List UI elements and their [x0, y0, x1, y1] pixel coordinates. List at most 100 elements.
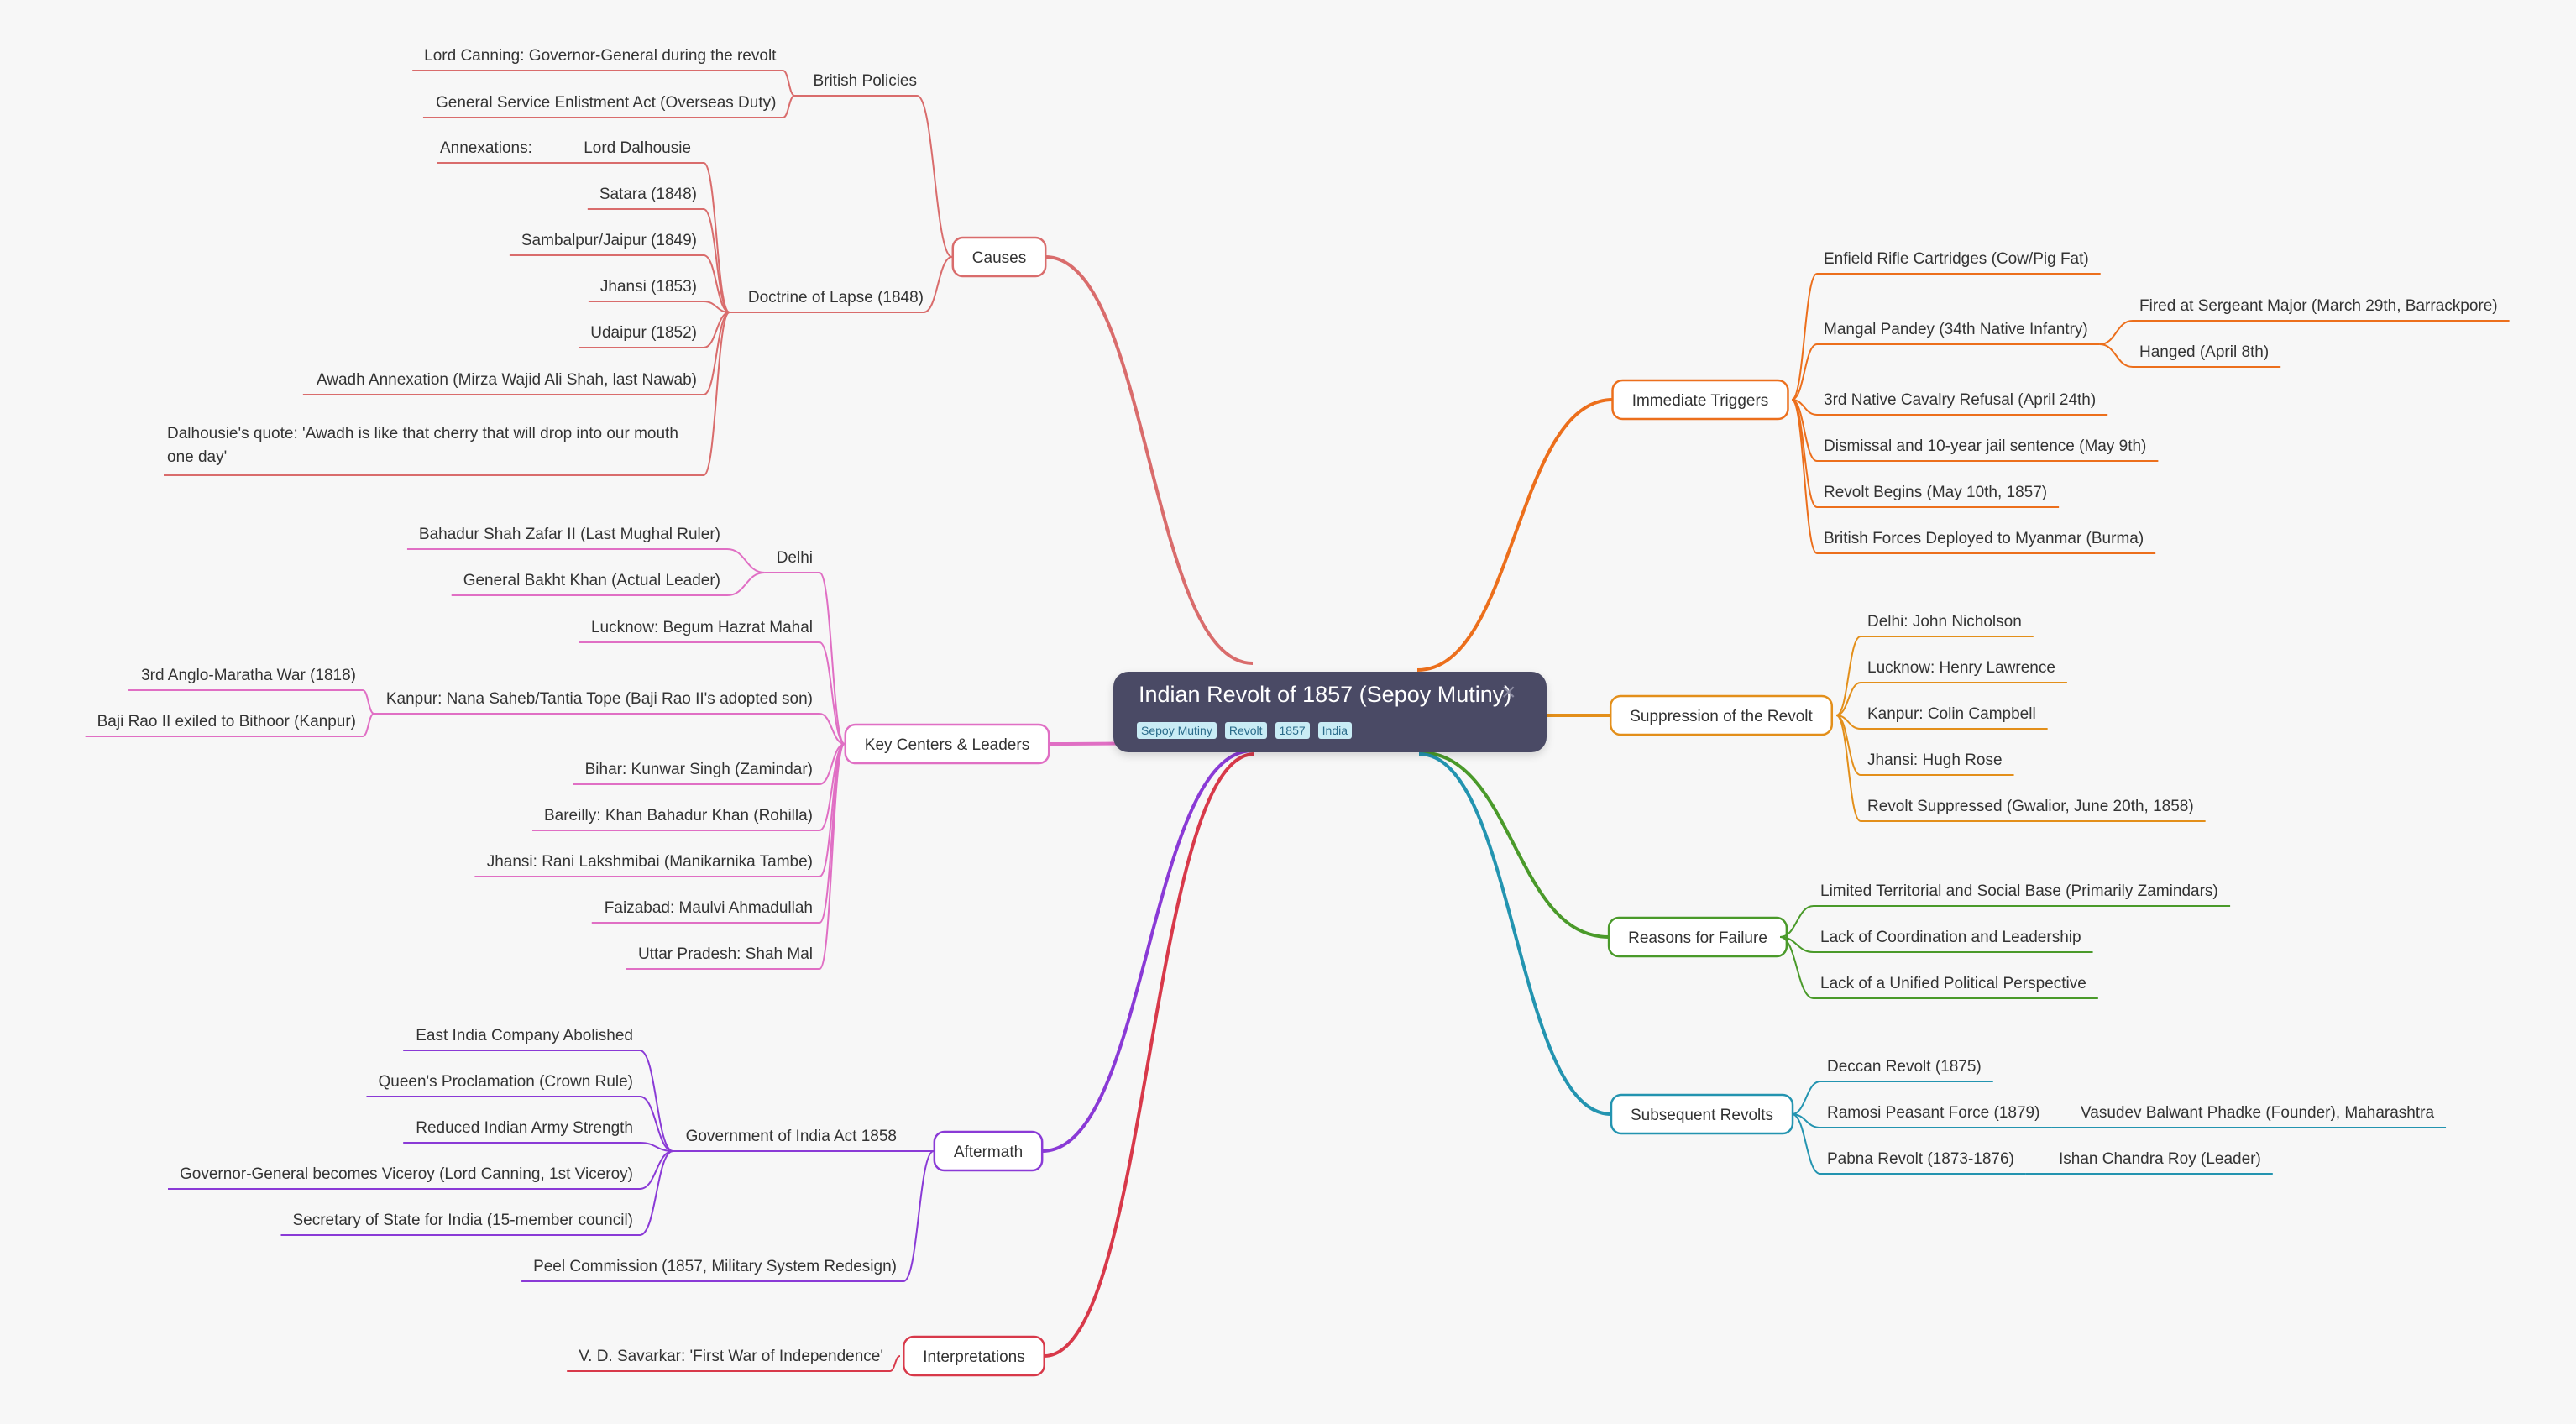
link-sup-1 — [1835, 682, 1861, 716]
link-dl-1 — [703, 208, 730, 313]
topic-jhansi-rani-lakshmibai-manikarnika-tambe: Jhansi: Rani Lakshmibai (Manikarnika Tam… — [487, 853, 813, 871]
link-goi-0 — [639, 1050, 673, 1152]
topic-governor-general-becomes-viceroy-lord-ca: Governor-General becomes Viceroy (Lord C… — [180, 1165, 633, 1183]
link-dl-0 — [703, 162, 730, 313]
link-it-5 — [1791, 399, 1818, 554]
topic-bahadur-shah-zafar-ii-last-mughal-ruler: Bahadur Shah Zafar II (Last Mughal Ruler… — [419, 526, 720, 543]
link-kc-1 — [819, 641, 846, 745]
link-sup-0 — [1835, 636, 1861, 716]
topic-faizabad-maulvi-ahmadullah: Faizabad: Maulvi Ahmadullah — [605, 899, 813, 917]
link-bp-1 — [783, 95, 795, 118]
topic-udaipur-1852: Udaipur (1852) — [590, 324, 697, 342]
link-kc-2 — [819, 713, 846, 745]
topic-reduced-indian-army-strength: Reduced Indian Army Strength — [416, 1119, 633, 1137]
topic-vasudev-balwant-phadke-founder-maharasht: Vasudev Balwant Phadke (Founder), Mahara… — [2081, 1104, 2434, 1122]
connector-subsequent-revolts — [1418, 752, 1611, 1116]
branch-interpretations-label: Interpretations — [923, 1348, 1024, 1366]
link-kc-0 — [819, 572, 846, 745]
link-it-1-1 — [2099, 343, 2134, 368]
topic-3rd-anglo-maratha-war-1818: 3rd Anglo-Maratha War (1818) — [141, 667, 356, 684]
topic-satara-1848: Satara (1848) — [599, 186, 697, 203]
topic-british-policies: British Policies — [813, 72, 917, 90]
link-dl-6 — [703, 312, 730, 476]
link-bp-0 — [782, 70, 795, 97]
link-kc-2-1 — [362, 713, 374, 737]
topic-doctrine-of-lapse: Doctrine of Lapse (1848) — [748, 289, 924, 306]
link-it-1 — [1791, 343, 1818, 400]
topic-lack-of-coordination-and-leadership: Lack of Coordination and Leadership — [1820, 929, 2081, 946]
branch-immediate-triggers-label: Immediate Triggers — [1632, 392, 1769, 410]
topic-3rd-native-cavalry-refusal-april-24th: 3rd Native Cavalry Refusal (April 24th) — [1824, 391, 2096, 409]
topic-ishan-chandra-roy-leader: Ishan Chandra Roy (Leader) — [2059, 1150, 2261, 1168]
branch-subsequent-revolts-label: Subsequent Revolts — [1631, 1107, 1773, 1124]
link-goi-1 — [639, 1096, 673, 1152]
topic-british-forces-deployed-to-myanmar-burma: British Forces Deployed to Myanmar (Burm… — [1824, 530, 2144, 547]
tag-revolt[interactable]: Revolt — [1224, 722, 1267, 739]
branch-aftermath-label: Aftermath — [954, 1144, 1023, 1161]
topic-delhi-john-nicholson: Delhi: John Nicholson — [1867, 613, 2022, 631]
topic-baji-rao-ii-exiled-to-bithoor-kanpur: Baji Rao II exiled to Bithoor (Kanpur) — [97, 713, 356, 730]
topic-uttar-pradesh-shah-mal: Uttar Pradesh: Shah Mal — [638, 945, 813, 963]
topic-delhi: Delhi — [777, 549, 813, 567]
topic-v-d-savarkar-first-war-of-independence: V. D. Savarkar: 'First War of Independen… — [579, 1348, 883, 1365]
topic-lucknow-henry-lawrence: Lucknow: Henry Lawrence — [1867, 659, 2055, 677]
central-topic[interactable]: Indian Revolt of 1857 (Sepoy Mutiny) Sep… — [1113, 672, 1547, 752]
topic-revolt-begins-may-10th-1857: Revolt Begins (May 10th, 1857) — [1824, 484, 2047, 501]
topic-lucknow-begum-hazrat-mahal: Lucknow: Begum Hazrat Mahal — [591, 619, 813, 636]
connector-causes — [1045, 255, 1254, 665]
tag-sepoy-mutiny[interactable]: Sepoy Mutiny — [1137, 722, 1217, 739]
topic-ramosi-peasant-force-1879: Ramosi Peasant Force (1879) — [1827, 1104, 2039, 1122]
connector-reasons-failure — [1418, 751, 1610, 939]
link-british-policies — [916, 95, 953, 258]
topic-jhansi-hugh-rose: Jhansi: Hugh Rose — [1867, 751, 2003, 769]
topic-lord-dalhousie: Lord Dalhousie — [584, 139, 691, 157]
tag-list: Sepoy Mutiny Revolt 1857 India — [1137, 722, 1353, 739]
link-rf-0 — [1779, 905, 1814, 938]
link-doctrine-of-lapse — [923, 256, 953, 313]
link-sr-0 — [1791, 1081, 1821, 1115]
topic-annexations: Annexations: — [440, 139, 532, 157]
topic-revolt-suppressed-gwalior-june-20th-1858: Revolt Suppressed (Gwalior, June 20th, 1… — [1867, 798, 2194, 815]
topic-bareilly-khan-bahadur-khan-rohilla: Bareilly: Khan Bahadur Khan (Rohilla) — [544, 807, 813, 825]
link-interp-0 — [889, 1355, 901, 1372]
tag-1857[interactable]: 1857 — [1275, 722, 1310, 739]
topic-general-service-enlistment-act-overseas-: General Service Enlistment Act (Overseas… — [436, 94, 776, 112]
topic-limited-territorial-and-social-base-prim: Limited Territorial and Social Base (Pri… — [1820, 882, 2218, 900]
topic-kanpur-colin-campbell: Kanpur: Colin Campbell — [1867, 705, 2036, 723]
link-kc-7 — [819, 743, 846, 970]
topic-enfield-rifle-cartridges-cow-pig-fat: Enfield Rifle Cartridges (Cow/Pig Fat) — [1824, 250, 2089, 268]
link-kc-2-0 — [362, 689, 374, 715]
close-icon[interactable]: × — [1501, 678, 1516, 706]
topic-queen-s-proclamation-crown-rule: Queen's Proclamation (Crown Rule) — [378, 1073, 633, 1091]
topic-kanpur-nana-saheb-tantia-tope-baji-rao-i: Kanpur: Nana Saheb/Tantia Tope (Baji Rao… — [386, 690, 813, 708]
topic-mangal-pandey-34th-native-infantry: Mangal Pandey (34th Native Infantry) — [1824, 321, 2088, 338]
branch-reasons-failure-label: Reasons for Failure — [1628, 929, 1767, 947]
central-topic-title: Indian Revolt of 1857 (Sepoy Mutiny) — [1139, 682, 1512, 707]
topic-dalhousie-quote: Dalhousie's quote: 'Awadh is like that c… — [167, 425, 678, 442]
link-sup-4 — [1835, 715, 1861, 822]
link-it-0 — [1791, 273, 1818, 400]
topic-lack-of-a-unified-political-perspective: Lack of a Unified Political Perspective — [1820, 975, 2086, 992]
link-it-4 — [1791, 399, 1818, 508]
topic-awadh-annexation-mirza-wajid-ali-shah-la: Awadh Annexation (Mirza Wajid Ali Shah, … — [317, 371, 697, 389]
topic-government-of-india-act-1858: Government of India Act 1858 — [686, 1128, 897, 1145]
topic-peel-commission-1857-military-system-red: Peel Commission (1857, Military System R… — [533, 1258, 897, 1275]
link-it-1-0 — [2099, 320, 2134, 345]
link-sr-2 — [1791, 1113, 1821, 1175]
topic-lord-canning-governor-general-during-the: Lord Canning: Governor-General during th… — [424, 47, 777, 65]
link-dl-2 — [703, 254, 730, 313]
link-dl-3 — [703, 301, 730, 313]
link-kc-0-0 — [726, 548, 765, 573]
topic-dismissal-and-10-year-jail-sentence-may-: Dismissal and 10-year jail sentence (May… — [1824, 437, 2146, 455]
connector-interpretations — [1044, 752, 1255, 1358]
link-goi-2 — [639, 1142, 673, 1152]
topic-dalhousie-quote-line2: one day' — [167, 448, 227, 466]
link-goi-4 — [639, 1150, 673, 1236]
branch-key-centers-label: Key Centers & Leaders — [865, 736, 1029, 754]
topic-pabna-revolt-1873-1876: Pabna Revolt (1873-1876) — [1827, 1150, 2014, 1168]
branch-causes-label: Causes — [972, 249, 1026, 267]
topic-east-india-company-abolished: East India Company Abolished — [416, 1027, 633, 1044]
tag-india[interactable]: India — [1317, 722, 1353, 739]
connector-immediate-triggers — [1416, 398, 1613, 672]
topic-general-bakht-khan-actual-leader: General Bakht Khan (Actual Leader) — [463, 572, 720, 589]
